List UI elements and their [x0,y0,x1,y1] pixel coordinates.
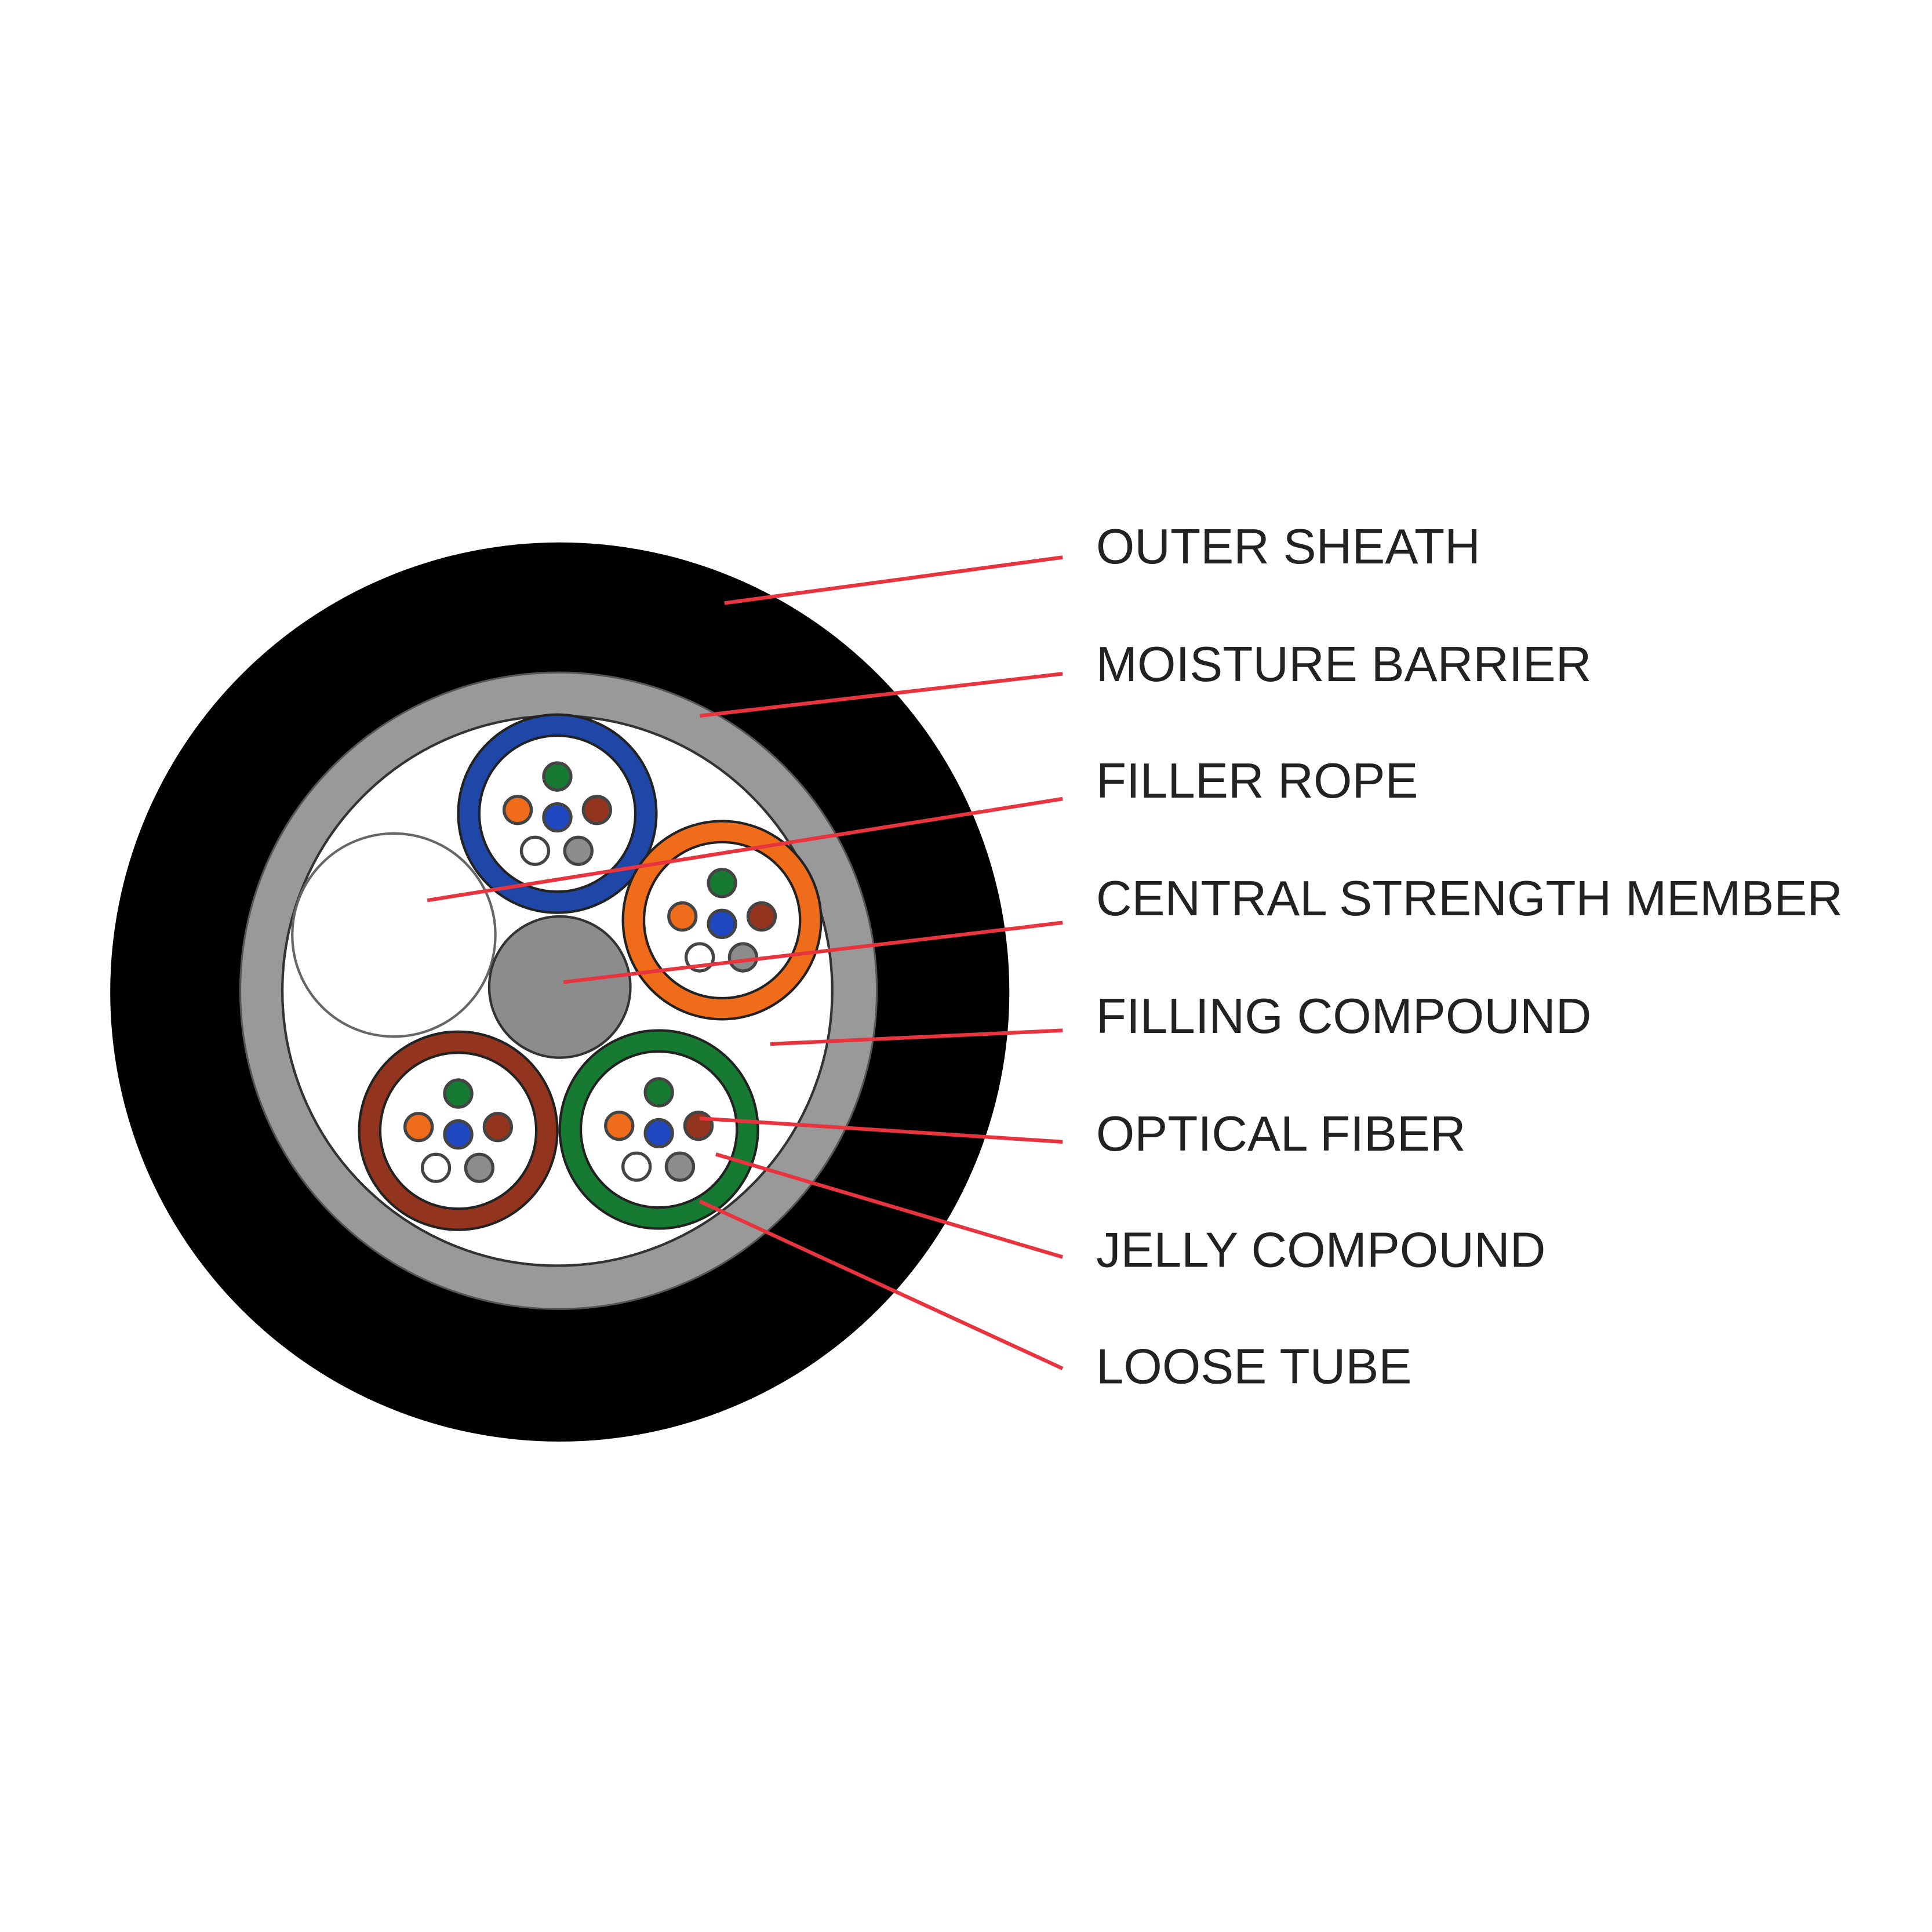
optical-fiber-orange [604,1110,635,1141]
label-loose-tube: LOOSE TUBE [1096,1340,1412,1395]
optical-fiber-orange [667,901,698,932]
optical-fiber-gray [727,942,759,973]
optical-fiber-green [443,1078,474,1109]
label-moisture-barrier: MOISTURE BARRIER [1096,637,1592,692]
filler-rope [291,832,497,1038]
label-optical-fiber: OPTICAL FIBER [1096,1107,1466,1162]
leader-line-central-strength-member [563,920,1063,984]
leader-line-jelly-compound [715,1152,1064,1259]
optical-fiber-blue [707,908,737,940]
loose-tube-green [558,1029,759,1230]
leader-line-filling-compound [770,1028,1063,1046]
leader-line-moisture-barrier [699,672,1063,718]
optical-fiber-gray [664,1151,696,1182]
label-filling-compound: FILLING COMPOUND [1096,989,1592,1044]
loose-tube-brown [358,1030,559,1231]
optical-fiber-blue [643,1118,674,1149]
leader-line-optical-fiber [699,1116,1063,1144]
optical-fiber-green [643,1077,674,1108]
label-filler-rope: FILLER ROPE [1096,754,1418,809]
optical-fiber-brown [581,795,612,825]
optical-fiber-white [519,835,551,866]
loose-tube-blue [457,713,658,914]
optical-fiber-brown [746,901,777,932]
optical-fiber-orange [403,1112,434,1143]
optical-fiber-white [420,1152,452,1183]
leader-line-loose-tube [698,1199,1064,1370]
optical-fiber-blue [443,1119,474,1150]
optical-fiber-green [707,868,737,898]
leader-line-outer-sheath [724,555,1063,605]
optical-fiber-gray [464,1152,495,1183]
label-jelly-compound: JELLY COMPOUND [1096,1223,1546,1278]
leader-line-filler-rope [427,796,1063,903]
optical-fiber-orange [502,795,533,825]
optical-fiber-brown [683,1110,714,1141]
optical-fiber-green [542,761,573,792]
optical-fiber-white [621,1151,652,1182]
label-central-strength-member: CENTRAL STRENGTH MEMBER [1096,871,1843,926]
label-outer-sheath: OUTER SHEATH [1096,519,1480,574]
optical-fiber-blue [542,802,573,833]
loose-tube-orange [621,820,823,1021]
optical-fiber-brown [482,1112,514,1143]
central-strength-member [487,915,632,1059]
optical-fiber-gray [563,835,594,866]
